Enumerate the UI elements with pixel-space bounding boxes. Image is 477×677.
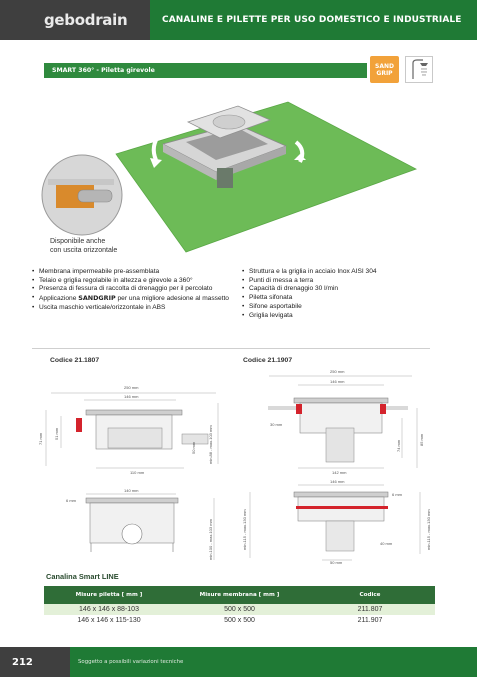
drawing-left-top: 250 mm 146 mm 71 mm 51 mm 50 mm min.88 -… — [38, 385, 219, 475]
feature-item: Membrana impermeabile pre-assemblata — [32, 268, 232, 277]
product-title-bar: SMART 360° - Piletta girevole — [44, 63, 367, 78]
grate — [186, 105, 272, 139]
outlet-caption: Disponibile anche con uscita orizzontale — [50, 237, 117, 255]
header-bar: CANALINE E PILETTE PER USO DOMESTICO E I… — [150, 0, 477, 40]
dim-label: min.115 - max.130 mm — [242, 509, 247, 550]
table-header-row: Misure piletta [ mm ] Misure membrana [ … — [44, 586, 435, 604]
horizontal-outlet-inset — [41, 154, 123, 236]
caption-line-2: con uscita orizzontale — [50, 247, 118, 254]
feature-item: Piletta sifonata — [242, 294, 442, 303]
code-label-right: Codice 21.1907 — [243, 357, 293, 364]
dim-label: 146 mm — [330, 479, 345, 484]
dim-label: 250 mm — [124, 385, 139, 390]
column-header: Codice — [305, 586, 435, 604]
page-number: 212 — [12, 656, 33, 668]
table-cell: 211.907 — [305, 615, 435, 626]
feature-item: Telaio e griglia regolabile in altezza e… — [32, 277, 232, 286]
dim-label: 50 mm — [191, 441, 196, 454]
product-title: SMART 360° - Piletta girevole — [52, 67, 155, 74]
sandgrip-badge: SAND GRIP — [370, 56, 399, 83]
dim-label: 110 mm — [130, 470, 145, 475]
feature-item: Griglia levigata — [242, 312, 442, 321]
rotate-arrow-right — [294, 140, 305, 163]
features-list-right: Struttura e la griglia in acciaio Inox A… — [242, 268, 442, 320]
table-cell: 211.807 — [305, 604, 435, 615]
footer-note-bar: Soggetto a possibili variazioni tecniche — [70, 647, 477, 677]
table-cell: 146 x 146 x 88-103 — [44, 604, 174, 615]
feature-item: Uscita maschio verticale/orizzontale in … — [32, 304, 232, 313]
shower-icon — [405, 56, 433, 83]
table-title: Canalina Smart LINE — [46, 572, 119, 581]
drawing-left-front — [85, 497, 179, 552]
drawing-left-shape — [76, 409, 209, 450]
product-table: Misure piletta [ mm ] Misure membrana [ … — [44, 586, 435, 626]
table-cell: 500 x 500 — [174, 615, 305, 626]
badge-line-2: GRIP — [376, 69, 393, 77]
feature-item: Sifone asportabile — [242, 303, 442, 312]
drawing-right-shape — [268, 397, 408, 463]
page-title: CANALINE E PILETTE PER USO DOMESTICO E I… — [162, 15, 462, 25]
dim-label: 146 mm — [124, 394, 139, 399]
dim-label: min.100 - max.103 mm — [208, 518, 213, 560]
caption-line-1: Disponibile anche — [50, 238, 106, 245]
feature-item-sandgrip: Applicazione SANDGRIP per una migliore a… — [32, 294, 232, 304]
badge-line-1: SAND — [375, 62, 394, 70]
table-row: 146 x 146 x 88-103 500 x 500 211.807 — [44, 604, 435, 615]
dim-label: 140 mm — [124, 488, 139, 493]
dim-label: 250 mm — [330, 369, 345, 374]
section-divider — [32, 348, 430, 349]
membrane-sheet — [116, 102, 416, 252]
drain-body — [161, 123, 288, 188]
code-label-left: Codice 21.1807 — [50, 357, 100, 364]
sandgrip-inline: SANDGRIP — [78, 294, 116, 303]
drawing-right-front — [293, 491, 389, 552]
dim-label: 71 mm — [38, 432, 43, 445]
brand-name: gebodrain — [44, 11, 128, 29]
dim-label: 40 mm — [380, 541, 393, 546]
drawing-right-bottom: 146 mm min.115 - max.130 mm 6 mm 40 mm 5… — [242, 479, 431, 565]
page-footer: 212 Soggetto a possibili variazioni tecn… — [0, 647, 477, 677]
column-header: Misure piletta [ mm ] — [44, 586, 174, 604]
dim-label: min.88 - max.103 mm — [208, 425, 213, 464]
dim-label: 50 mm — [330, 560, 343, 565]
page-number-box: 212 — [0, 647, 70, 677]
rotate-arrow-left — [151, 132, 162, 161]
feature-item: Presenza di fessura di raccolta di drena… — [32, 285, 232, 294]
table-cell: 146 x 146 x 115-130 — [44, 615, 174, 626]
dim-label: 51 mm — [54, 427, 59, 440]
drawing-left-bottom: 140 mm 6 mm min.100 - max.103 mm — [66, 488, 215, 560]
feature-item: Punti di messa a terra — [242, 277, 442, 286]
feature-item: Capacità di drenaggio 30 l/min — [242, 285, 442, 294]
brand-logo: gebodrain — [0, 0, 150, 40]
table-row: 146 x 146 x 115-130 500 x 500 211.907 — [44, 615, 435, 626]
dim-label: 6 mm — [66, 498, 77, 503]
column-header: Misure membrana [ mm ] — [174, 586, 305, 604]
product-illustration — [41, 101, 417, 253]
footer-note: Soggetto a possibili variazioni tecniche — [78, 659, 184, 665]
page-header: gebodrain CANALINE E PILETTE PER USO DOM… — [0, 0, 477, 40]
dim-label: 85 mm — [419, 433, 424, 446]
dim-label: 6 mm — [392, 492, 403, 497]
table-cell: 500 x 500 — [174, 604, 305, 615]
dim-label: 146 mm — [330, 379, 345, 384]
feature-item: Struttura e la griglia in acciaio Inox A… — [242, 268, 442, 277]
dim-label: 142 mm — [332, 470, 347, 475]
drawing-right-top: 250 mm 146 mm 30 mm 74 mm 85 mm 142 mm — [268, 369, 424, 475]
dim-label: min.115 - max.130 mm — [426, 509, 431, 550]
dim-label: 30 mm — [270, 422, 283, 427]
dim-label: 74 mm — [396, 439, 401, 452]
features-list-left: Membrana impermeabile pre-assemblata Tel… — [32, 268, 232, 313]
